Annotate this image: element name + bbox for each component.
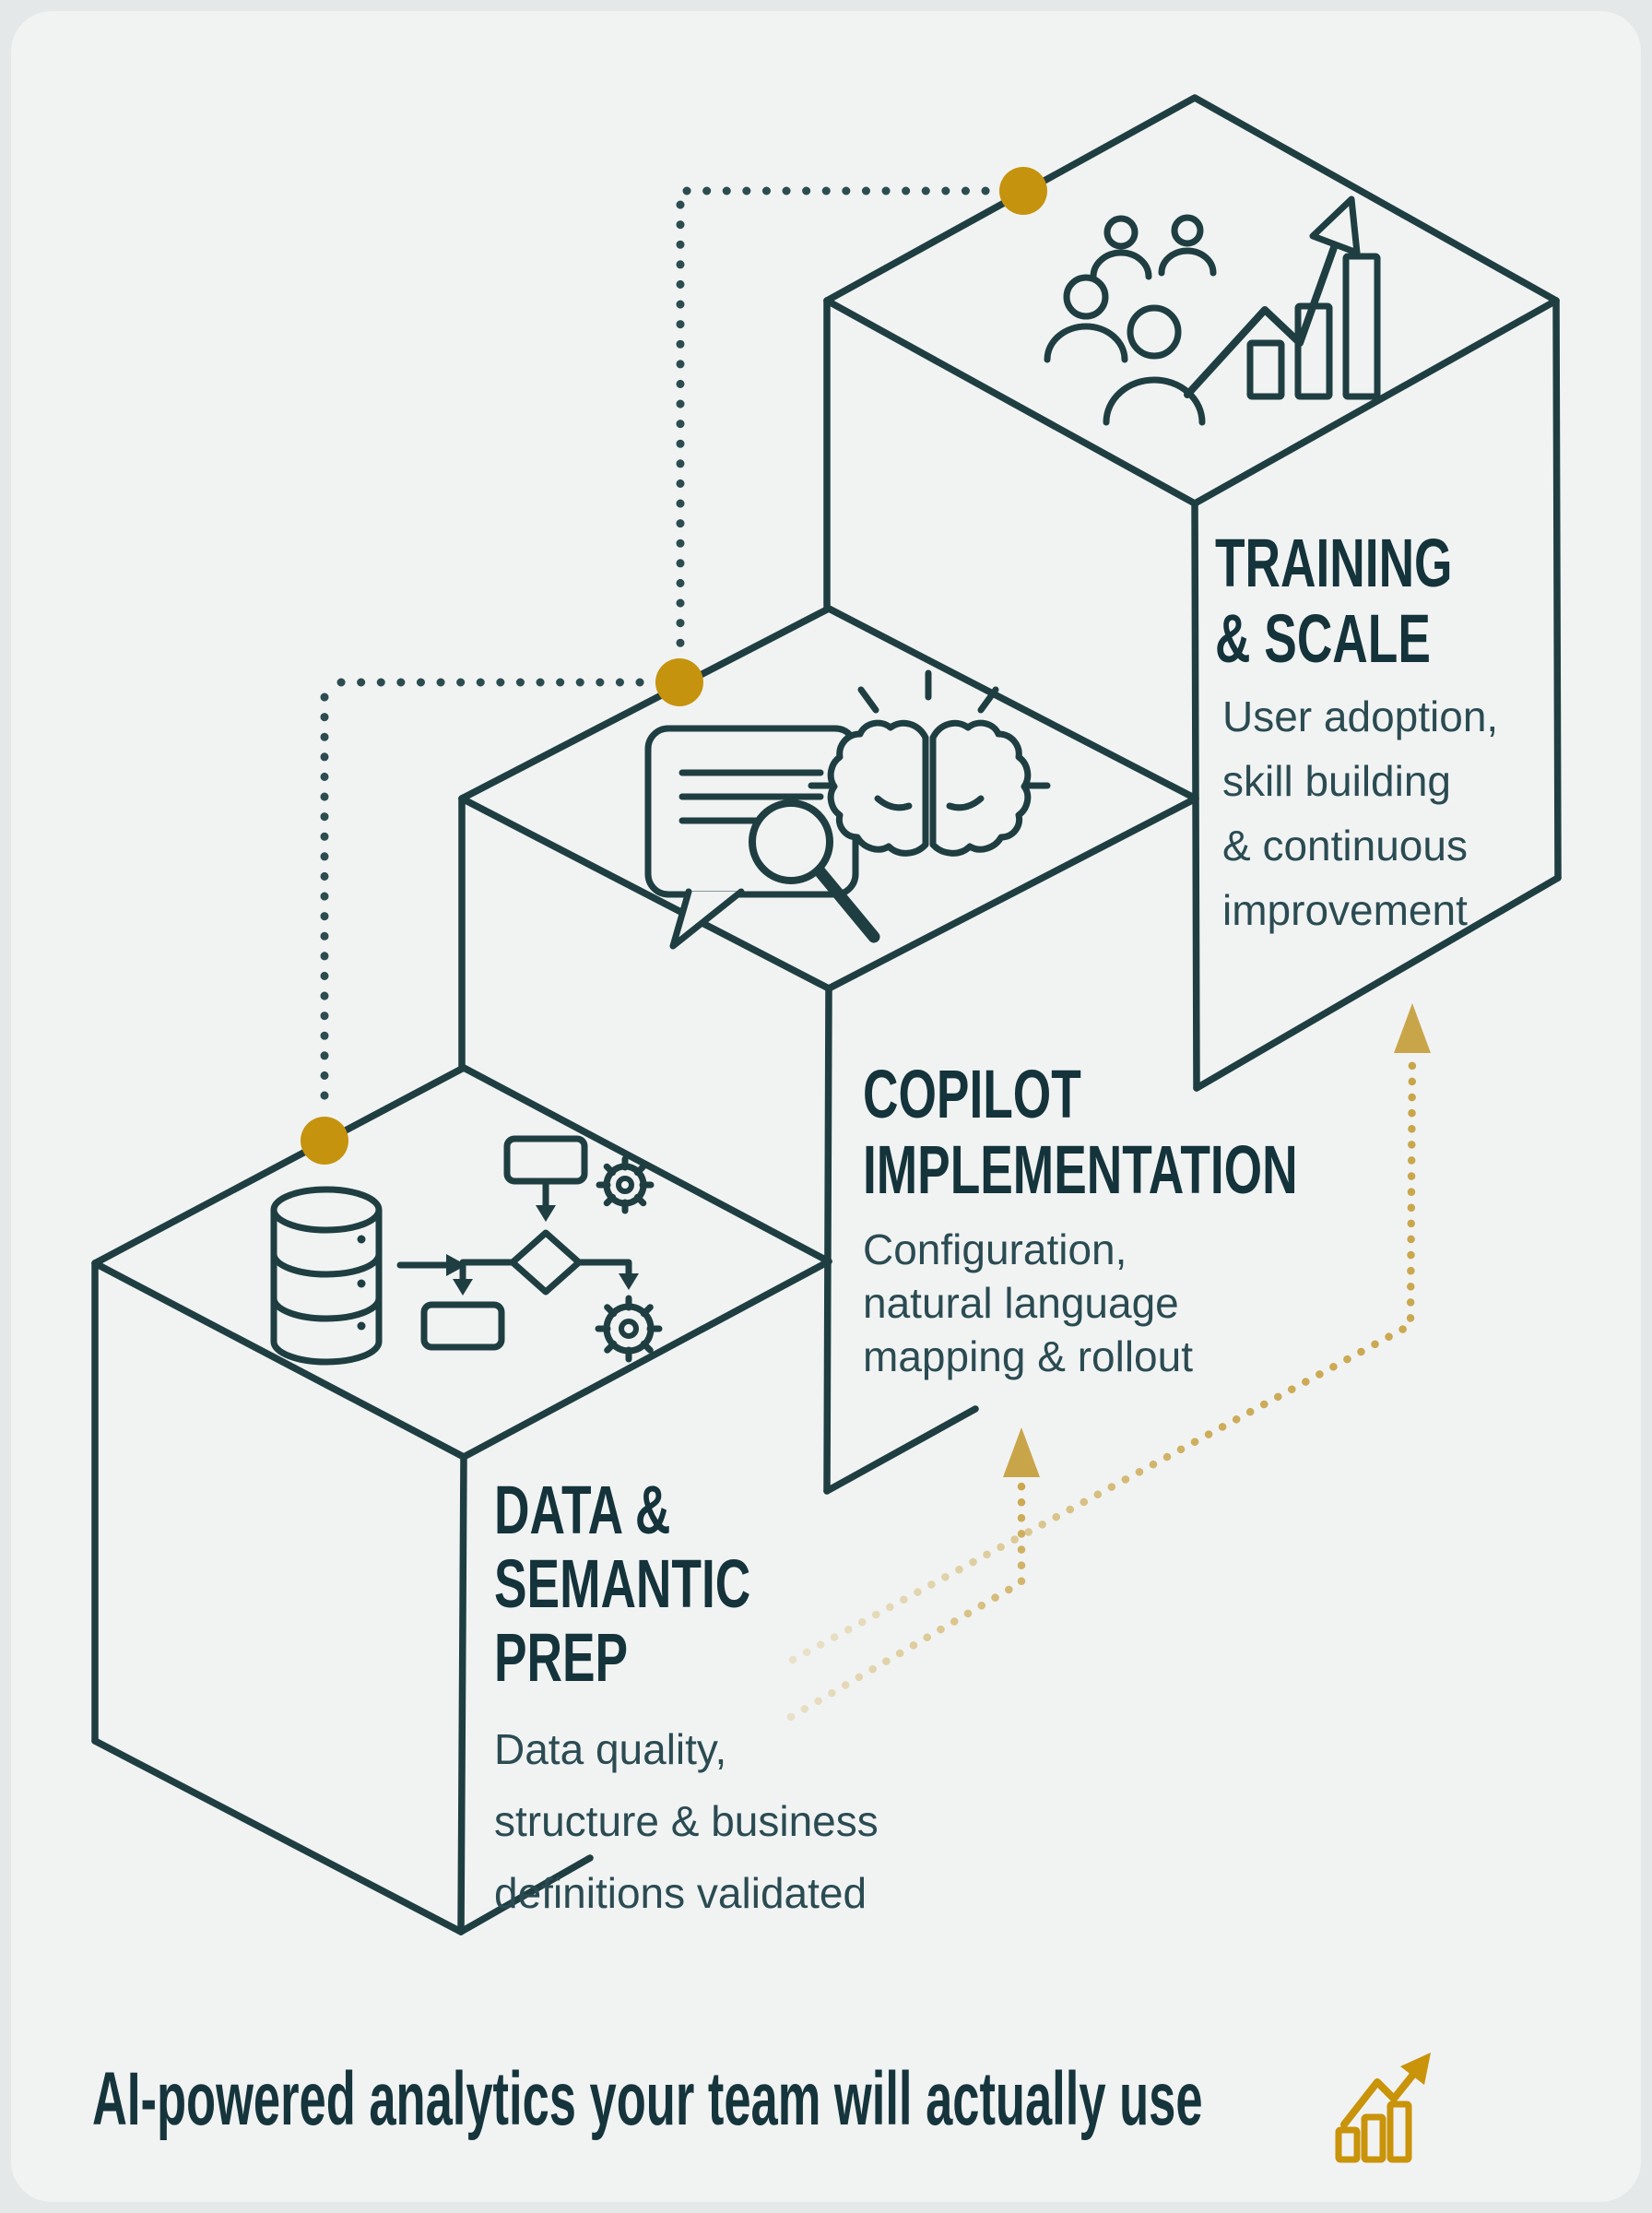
milestone-dot-data-prep bbox=[301, 1117, 348, 1165]
person-back-right-icon bbox=[1158, 214, 1217, 277]
step-desc-copilot-implementation: Configuration, natural language mapping … bbox=[863, 1223, 1193, 1383]
title-line: & SCALE bbox=[1215, 600, 1431, 677]
step-desc-training-scale: User adoption, skill building & continuo… bbox=[1222, 684, 1498, 942]
flow-arrow-icon bbox=[396, 1254, 466, 1276]
desc-line: structure & business bbox=[494, 1797, 879, 1845]
desc-line: mapping & rollout bbox=[863, 1332, 1193, 1380]
desc-line: natural language bbox=[863, 1279, 1179, 1327]
magnifier-icon bbox=[749, 799, 880, 943]
database-icon bbox=[270, 1186, 383, 1366]
person-front-icon bbox=[1103, 304, 1206, 426]
desc-line: User adoption, bbox=[1222, 692, 1499, 740]
brain-sparks-icon bbox=[808, 669, 1051, 789]
desc-line: Data quality, bbox=[494, 1725, 727, 1773]
step-arrow-2-head bbox=[1394, 1003, 1431, 1053]
gold-step-arrows bbox=[786, 1047, 1417, 1722]
dotted-connector-lines bbox=[320, 186, 1005, 1117]
step-desc-data-semantic-prep: Data quality, structure & business defin… bbox=[494, 1713, 879, 1929]
milestone-dot-training bbox=[999, 167, 1047, 215]
gear-icon bbox=[596, 1155, 655, 1214]
title-line: IMPLEMENTATION bbox=[863, 1131, 1298, 1208]
gear-icon bbox=[595, 1295, 663, 1363]
step-arrow-1-head bbox=[1003, 1427, 1040, 1477]
cubes-line-art bbox=[91, 94, 1562, 1935]
desc-line: Configuration, bbox=[863, 1225, 1127, 1273]
person-mid-icon bbox=[1044, 274, 1128, 363]
milestone-dots bbox=[301, 167, 1047, 1165]
step-title-copilot-implementation: COPILOT IMPLEMENTATION bbox=[863, 1057, 1298, 1208]
step-title-training-scale: TRAINING & SCALE bbox=[1215, 526, 1453, 677]
cube-data-semantic-prep bbox=[91, 1064, 832, 1935]
desc-line: definitions validated bbox=[494, 1869, 867, 1917]
title-line: SEMANTIC bbox=[494, 1545, 751, 1622]
tagline-text: AI-powered analytics your team will actu… bbox=[92, 2057, 1203, 2141]
tagline: AI-powered analytics your team will actu… bbox=[92, 2058, 1203, 2141]
desc-line: improvement bbox=[1222, 886, 1468, 934]
step-arrow-1 bbox=[786, 1469, 1026, 1722]
person-back-left-icon bbox=[1090, 215, 1152, 280]
title-line: DATA & bbox=[494, 1472, 671, 1548]
growth-arrow-icon bbox=[1184, 195, 1361, 398]
desc-line: & continuous bbox=[1222, 822, 1468, 870]
team-icon bbox=[1044, 214, 1217, 426]
desc-line: skill building bbox=[1222, 757, 1452, 805]
workflow-diagram-icon bbox=[420, 1135, 663, 1363]
title-line: PREP bbox=[494, 1619, 629, 1696]
bar-chart-icon bbox=[1246, 253, 1381, 400]
step-arrow-2 bbox=[788, 1047, 1417, 1664]
brain-icon bbox=[808, 669, 1051, 857]
step-title-data-semantic-prep: DATA & SEMANTIC PREP bbox=[494, 1473, 750, 1695]
milestone-dot-copilot bbox=[655, 658, 703, 706]
title-line: TRAINING bbox=[1215, 525, 1453, 601]
cube-training-scale bbox=[823, 94, 1562, 1092]
cube-copilot-implementation bbox=[458, 605, 1199, 1495]
gold-growth-chart-icon bbox=[1335, 2053, 1431, 2163]
title-line: COPILOT bbox=[863, 1056, 1081, 1132]
